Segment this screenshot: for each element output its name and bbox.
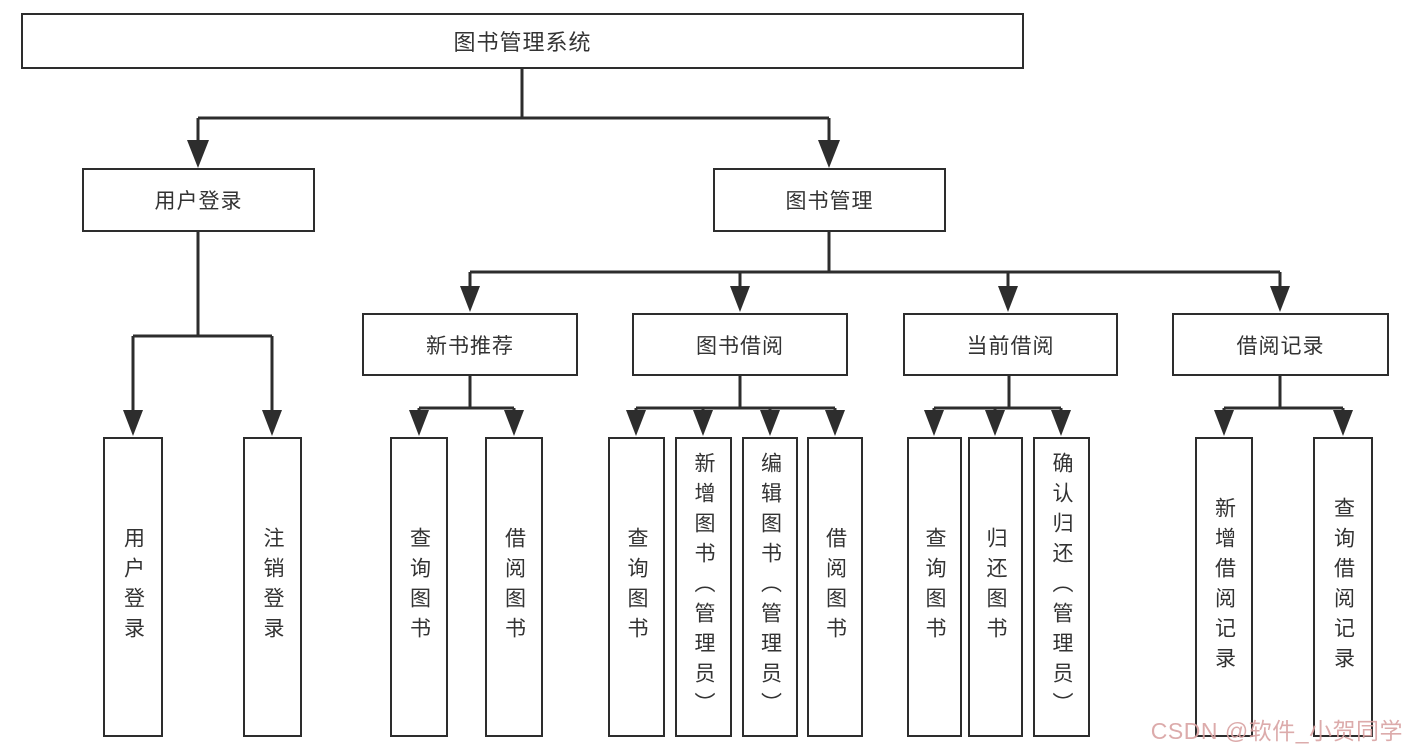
node-label: 图书管理 [785, 190, 874, 213]
node-label: 新增图书（管理员） [692, 452, 715, 722]
node-label: 查询图书 [625, 527, 648, 647]
node-label: 借阅图书 [502, 527, 526, 647]
leaf-borrow-borrow-books: 借阅图书 [807, 437, 863, 737]
arrowheads [123, 140, 1353, 436]
node-label: 查询图书 [407, 527, 431, 647]
leaf-borrow-edit-books-admin: 编辑图书（管理员） [742, 437, 798, 737]
leaf-borrow-query-books: 查询图书 [608, 437, 665, 737]
leaf-user-login: 用户登录 [103, 437, 163, 737]
watermark: CSDN @软件_小贺同学 [1150, 718, 1403, 744]
node-new-book-recommend: 新书推荐 [362, 313, 578, 376]
node-label: 归还图书 [984, 527, 1007, 647]
node-label: 用户登录 [154, 190, 243, 213]
node-borrow-records: 借阅记录 [1172, 313, 1389, 376]
node-label: 确认归还（管理员） [1050, 452, 1073, 722]
node-label: 查询图书 [923, 527, 946, 647]
node-book-management: 图书管理 [713, 168, 946, 232]
node-label: 查询借阅记录 [1331, 497, 1355, 677]
node-label: 当前借阅 [966, 334, 1055, 358]
leaf-records-query-record: 查询借阅记录 [1313, 437, 1373, 737]
node-label: 借阅图书 [823, 527, 847, 647]
node-book-borrow: 图书借阅 [632, 313, 848, 376]
node-label: 注销登录 [261, 527, 284, 647]
node-label: 编辑图书（管理员） [758, 452, 782, 722]
node-user-login-module: 用户登录 [82, 168, 315, 232]
leaf-current-return-books: 归还图书 [968, 437, 1023, 737]
node-label: 新书推荐 [426, 334, 514, 358]
leaf-newrec-borrow-books: 借阅图书 [485, 437, 543, 737]
leaf-logout: 注销登录 [243, 437, 302, 737]
leaf-newrec-query-books: 查询图书 [390, 437, 448, 737]
node-label: 借阅记录 [1236, 334, 1325, 358]
node-label: 用户登录 [121, 527, 145, 647]
leaf-borrow-add-books-admin: 新增图书（管理员） [675, 437, 732, 737]
node-label: 图书借阅 [696, 334, 784, 358]
leaf-current-query-books: 查询图书 [907, 437, 962, 737]
node-label: 图书管理系统 [453, 30, 592, 55]
leaf-current-confirm-return-admin: 确认归还（管理员） [1033, 437, 1090, 737]
node-root: 图书管理系统 [21, 13, 1024, 69]
leaf-records-add-record: 新增借阅记录 [1195, 437, 1253, 737]
node-current-borrow: 当前借阅 [903, 313, 1118, 376]
node-label: 新增借阅记录 [1212, 497, 1236, 677]
